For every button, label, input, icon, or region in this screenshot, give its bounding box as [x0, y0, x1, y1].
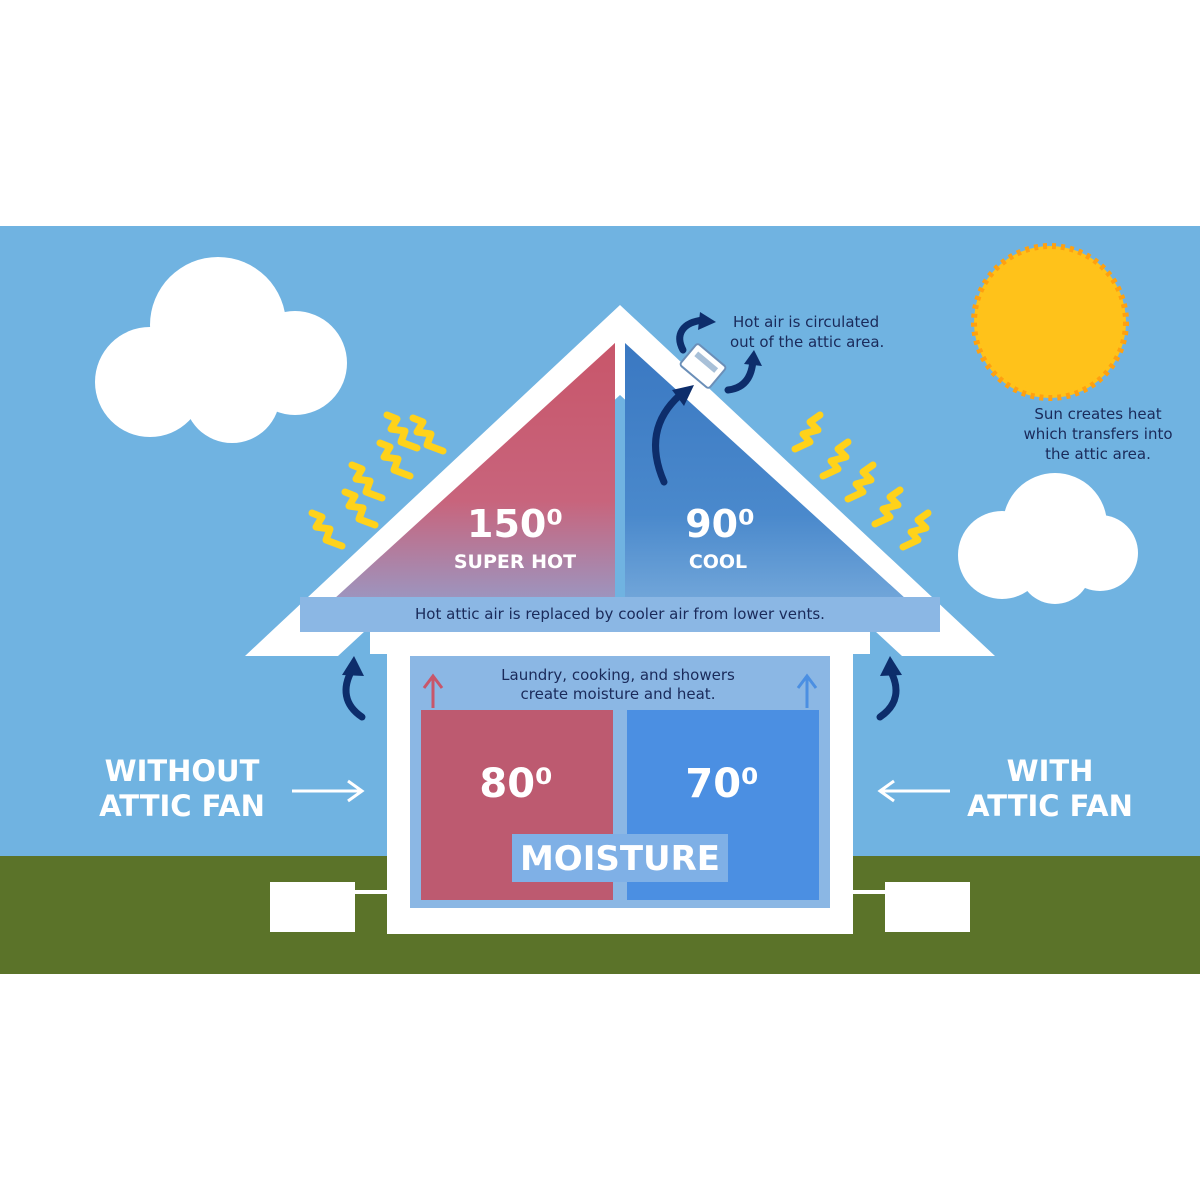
- foundation-connector: [853, 890, 887, 894]
- ceiling: [370, 632, 870, 654]
- attic-floor-band: [300, 597, 940, 632]
- sun-icon: [971, 243, 1129, 401]
- pointer-arrow: [877, 779, 895, 803]
- heat-wave-icon: [348, 461, 386, 502]
- airflow-arrowhead: [672, 385, 694, 406]
- airflow-arrowhead: [342, 656, 364, 676]
- heat-rise-arrow: [422, 673, 444, 689]
- heat-wave-icon: [409, 414, 447, 455]
- attic-hot-zone-fill: [300, 343, 615, 630]
- attic-right-label: COOL: [689, 551, 747, 573]
- without-fan-line1: WITHOUT: [105, 754, 260, 788]
- room-right-temperature: 70⁰: [685, 761, 758, 807]
- vent-note-line1: Hot air is circulated: [733, 313, 879, 331]
- heat-wave-icon: [376, 439, 414, 480]
- attic-right-temperature: 90⁰: [685, 502, 755, 546]
- heat-wave-icon: [383, 411, 421, 452]
- foundation-connector: [355, 890, 389, 894]
- heat-wave-icon: [791, 411, 824, 453]
- heat-wave-icon: [899, 509, 932, 551]
- airflow-arrowhead: [880, 656, 902, 676]
- airflow-arrowhead: [744, 350, 762, 366]
- room-left-temperature: 80⁰: [479, 761, 552, 807]
- living-note-line2: create moisture and heat.: [521, 685, 716, 703]
- attic-left-label: SUPER HOT: [454, 551, 576, 573]
- attic-left-temperature: 150⁰: [467, 502, 563, 546]
- attic-cool-zone: [625, 343, 940, 630]
- vent-note-line2: out of the attic area.: [730, 333, 884, 351]
- heat-wave-icon: [819, 438, 852, 480]
- airflow-arrow-icon: [652, 391, 684, 486]
- cloud-icon: [958, 473, 1138, 604]
- attic-replacement-note: Hot attic air is replaced by cooler air …: [415, 605, 825, 623]
- without-fan-line2: ATTIC FAN: [99, 789, 265, 823]
- airflow-arrowhead: [698, 312, 716, 330]
- pointer-arrow: [347, 779, 365, 803]
- with-fan-line1: WITH: [1007, 754, 1094, 788]
- heat-rise-arrow: [796, 673, 818, 689]
- moisture-label: MOISTURE: [520, 839, 720, 879]
- with-fan-line2: ATTIC FAN: [967, 789, 1133, 823]
- heat-wave-icon: [308, 509, 346, 550]
- foundation-block: [885, 882, 970, 932]
- cloud-icon: [95, 257, 347, 443]
- sun-note-line1: Sun creates heat: [1034, 405, 1161, 423]
- attic-fan-icon: [679, 343, 727, 389]
- foundation-block: [270, 882, 355, 932]
- heat-wave-icon: [341, 488, 379, 529]
- airflow-arrow-icon: [676, 316, 708, 354]
- sun-note-line3: the attic area.: [1045, 445, 1151, 463]
- heat-wave-icon: [844, 461, 877, 503]
- moisture-label-bg: [512, 834, 728, 882]
- living-note-line1: Laundry, cooking, and showers: [501, 666, 735, 684]
- sun-note-line2: which transfers into: [1023, 425, 1172, 443]
- heat-wave-icon: [871, 486, 904, 528]
